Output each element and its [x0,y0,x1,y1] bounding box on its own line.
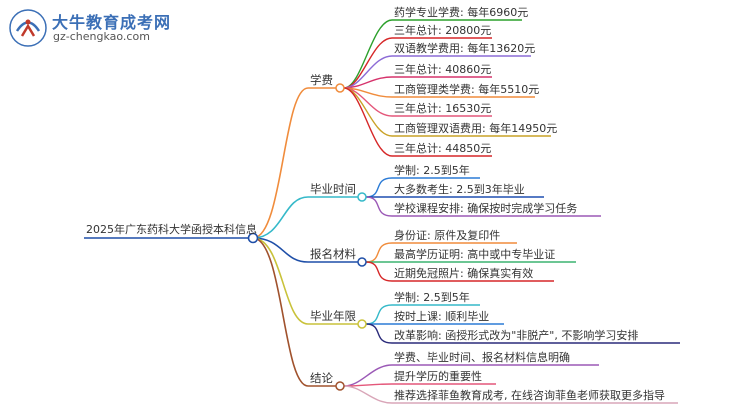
leaf-connector [365,196,393,217]
branch-label: 报名材料 [310,247,356,261]
leaf-label: 近期免冠照片: 确保真实有效 [394,267,534,280]
branch-node-dot [335,381,345,391]
leaf-connector [365,261,393,282]
leaf-label: 三年总计: 16530元 [394,102,492,115]
leaf-label: 三年总计: 40860元 [394,63,492,76]
branch-node-dot [357,257,367,267]
leaf-label: 三年总计: 44850元 [394,142,492,155]
leaf-connector [365,323,393,344]
branch-label: 毕业时间 [310,182,356,196]
leaf-connector [365,177,393,198]
leaf-label: 大多数考生: 2.5到3年毕业 [394,183,525,196]
branch-label: 学费 [310,73,333,87]
root-node-dot [247,232,259,244]
leaf-label: 推荐选择菲鱼教育成考, 在线咨询菲鱼老师获取更多指导 [394,389,665,402]
leaf-label: 工商管理类学费: 每年5510元 [394,83,540,96]
leaf-label: 按时上课: 顺利毕业 [394,310,490,323]
logo-url-text: gz-chengkao.com [53,30,150,43]
leaf-label: 学费、毕业时间、报名材料信息明确 [394,351,570,364]
leaf-label: 药学专业学费: 每年6960元 [394,6,529,19]
leaf-connector [343,364,393,387]
branch-connector [252,196,309,239]
leaf-connector [365,304,393,325]
leaf-connector [343,385,393,404]
leaf-label: 最高学历证明: 高中或中专毕业证 [394,248,556,261]
leaf-label: 双语教学费用: 每年13620元 [394,42,536,55]
branch-connector [252,237,309,387]
leaf-connector [343,87,393,137]
branch-label: 毕业年限 [310,309,356,323]
leaf-label: 学制: 2.5到5年 [394,291,470,304]
logo-emblem-icon [9,9,47,47]
branch-node-dot [357,319,367,329]
branch-connector [252,237,309,325]
leaf-label: 工商管理双语费用: 每年14950元 [394,122,558,135]
branch-connector [252,87,309,239]
leaf-connector [365,242,393,263]
leaf-label: 改革影响: 函授形式改为"非脱产", 不影响学习安排 [394,329,639,342]
leaf-label: 身份证: 原件及复印件 [394,229,501,242]
leaf-label: 学制: 2.5到5年 [394,164,470,177]
leaf-connector [343,87,393,157]
leaf-connector [343,37,393,89]
branch-node-dot [335,83,345,93]
leaf-label: 学校课程安排: 确保按时完成学习任务 [394,202,578,215]
logo-brand-text: 大牛教育成考网 [52,13,172,32]
branch-node-dot [357,192,367,202]
leaf-label: 提升学历的重要性 [394,370,482,383]
site-logo: 大牛教育成考网 gz-chengkao.com [8,8,258,48]
branch-connector [252,237,309,263]
leaf-label: 三年总计: 20800元 [394,24,492,37]
branch-label: 结论 [310,371,333,385]
root-node-label: 2025年广东药科大学函授本科信息 [86,223,257,236]
